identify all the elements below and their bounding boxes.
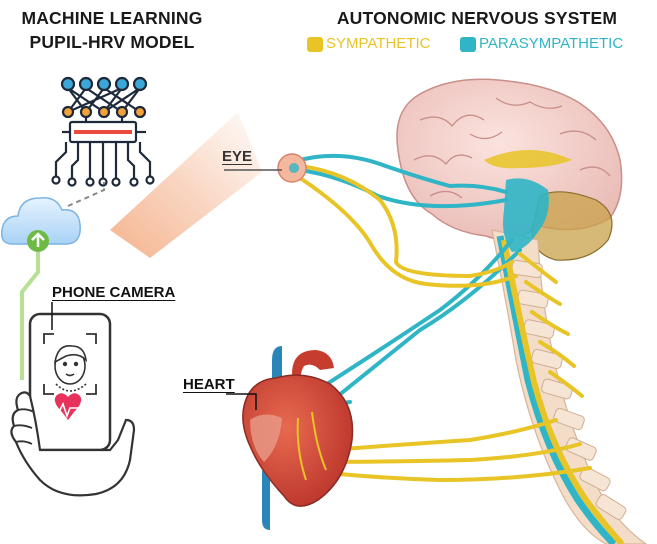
legend-label-parasympathetic: PARASYMPATHETIC [479, 34, 623, 54]
phone-camera-label: PHONE CAMERA [52, 284, 175, 301]
ml-model-title: MACHINE LEARNING PUPIL-HRV MODEL [6, 6, 218, 54]
eye-icon [278, 154, 306, 182]
heart-organ-icon [243, 346, 353, 530]
neural-network-chip-icon [53, 78, 154, 186]
ml-title-line1: MACHINE LEARNING [6, 6, 218, 30]
upload-arrow-icon [27, 230, 49, 252]
legend-parasympathetic: PARASYMPATHETIC [460, 34, 623, 54]
ans-title: AUTONOMIC NERVOUS SYSTEM [318, 6, 636, 30]
legend-swatch-sympathetic [307, 37, 323, 52]
eye-label: EYE [222, 148, 252, 165]
heart-label: HEART [183, 376, 235, 393]
legend-label-sympathetic: SYMPATHETIC [326, 34, 430, 54]
legend-swatch-parasympathetic [460, 37, 476, 52]
ml-title-line2: PUPIL-HRV MODEL [6, 30, 218, 54]
legend-sympathetic: SYMPATHETIC [307, 34, 430, 54]
